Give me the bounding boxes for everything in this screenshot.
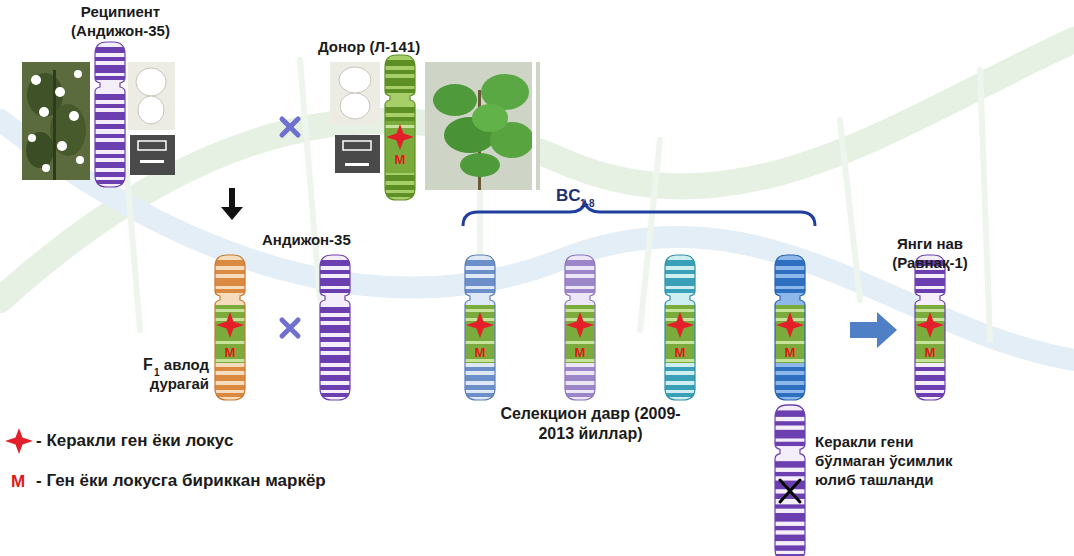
recipient-chromosome <box>95 42 125 187</box>
backcross-chromosome <box>665 255 695 400</box>
backcross-chromosome <box>565 255 595 400</box>
donor-label: Донор (Л-141) <box>318 38 420 57</box>
recipient-gel-image <box>130 135 175 175</box>
marker-letter: M <box>675 346 686 359</box>
donor-plant-photo <box>425 62 540 190</box>
donor-chromosome <box>385 55 415 200</box>
recurrent-parent-label: Андижон-35 <box>262 231 351 250</box>
backcross-subscript: 1-8 <box>580 198 594 211</box>
f1-chromosome <box>215 255 245 400</box>
discarded-note: Керакли гени бўлмаган ўсимлик юлиб ташла… <box>815 433 980 489</box>
backcross-label: BC <box>556 185 581 206</box>
backcross-chromosome <box>775 255 805 400</box>
marker-letter: M <box>925 346 936 359</box>
donor-fiber-photo <box>330 62 380 125</box>
legend-text: - Ген ёки локусга бириккан маркёр <box>36 470 326 491</box>
f1-label: авлод дурагай <box>136 356 209 394</box>
result-arrow <box>850 312 897 348</box>
recipient-plant-photo <box>22 62 90 180</box>
legend-marker-letter: M <box>11 473 25 490</box>
breeding-period-label: Селекцион давр (2009-2013 йиллар) <box>498 404 683 444</box>
donor-gel-image <box>335 135 380 173</box>
marker-letter: M <box>785 346 796 359</box>
dna-watermark <box>0 40 1074 360</box>
discarded-chromosome <box>775 405 805 556</box>
down-arrow <box>221 188 243 220</box>
marker-letter: M <box>395 153 406 166</box>
reject-cross <box>780 480 800 502</box>
cross-mark <box>282 119 298 135</box>
cross-mark <box>282 320 298 336</box>
recipient-fiber-photo <box>128 62 175 130</box>
recipient-label: Реципиент (Андижон-35) <box>58 3 183 41</box>
recurrent-chromosome <box>320 255 350 400</box>
legend-text: - Керакли ген ёки локус <box>36 430 233 451</box>
marker-letter: M <box>225 346 236 359</box>
new-variety-chromosome <box>915 255 945 400</box>
marker-letter: M <box>575 346 586 359</box>
backcross-bracket <box>463 203 815 226</box>
f1-letter: F <box>143 355 153 375</box>
backcross-chromosome <box>465 255 495 400</box>
legend-star <box>5 428 33 454</box>
new-variety-label: Янги нав (Равнақ-1) <box>878 235 982 273</box>
marker-letter: M <box>475 346 486 359</box>
